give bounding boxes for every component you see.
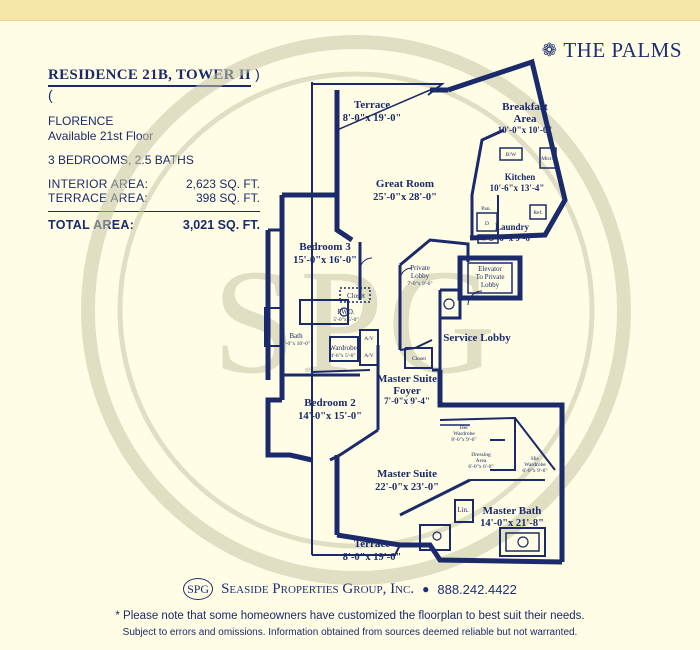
micro-label: Micro (541, 156, 555, 162)
master-bath-label: Master Bath (483, 505, 542, 517)
company-name: Seaside Properties Group, Inc. (221, 580, 415, 597)
terrace-area-value: 398 SQ. FT. (195, 191, 260, 205)
breakfast-label-2: Area (513, 113, 537, 125)
brand-logo: ❁ THE PALMS (542, 38, 682, 63)
total-area-row: TOTAL AREA: 3,021 SQ. FT. (48, 218, 260, 232)
residence-info: RESIDENCE 21B, TOWER II)( FLORENCE Avail… (48, 66, 260, 232)
master-foyer-label-2: Foyer (393, 385, 421, 397)
bath-dims: 5'-0"x 10'-0" (282, 341, 310, 347)
walls (264, 58, 568, 565)
pwd-dims: 5'-0"x 5'-0" (333, 317, 358, 323)
dressing-label: Dressing (471, 452, 491, 458)
divider (48, 211, 260, 212)
bedroom3-label: Bedroom 3 (299, 241, 351, 253)
her-wardrobe-label: Her (460, 425, 468, 431)
her-wardrobe-label-2: Wardrobe (453, 431, 475, 437)
dressing-dims: 6'-0"x 6'-0" (468, 464, 493, 470)
laundry-label: Laundry (495, 222, 530, 232)
d-label: D (485, 221, 489, 227)
master-suite-label: Master Suite (377, 468, 437, 480)
availability: Available 21st Floor (48, 129, 154, 143)
master-foyer-dims: 7'-0"x 9'-4" (384, 396, 430, 406)
master-bath-dims: 14'-0"x 21'-8" (480, 518, 544, 529)
bullet-icon: ● (422, 581, 430, 596)
bedroom2-label: Bedroom 2 (304, 397, 356, 409)
master-foyer-label: Master Suite (377, 373, 437, 385)
terrace-area-row: TERRACE AREA: 398 SQ. FT. (48, 191, 260, 205)
av-label-1: A/V (364, 336, 374, 342)
elevator-label-2: To Private (476, 273, 505, 281)
disclaimer: Subject to errors and omissions. Informa… (122, 627, 578, 638)
her-wardrobe-dims: 8'-0"x 9'-6" (451, 437, 476, 443)
great-room-dims: 25'-0"x 28'-0" (373, 192, 437, 203)
his-wardrobe-label-2: Wardrobe (524, 462, 546, 468)
service-lobby-label: Service Lobby (443, 332, 511, 344)
private-lobby-label: Private (410, 264, 430, 272)
his-wardrobe-dims: 6'-0"x 9'-6" (522, 468, 547, 474)
interior-area-value: 2,623 SQ. FT. (185, 177, 260, 191)
terrace-bottom-label: Terrace (354, 538, 390, 550)
palm-leaf-icon: ❁ (541, 40, 558, 60)
elevator-label: Elevator (478, 265, 502, 273)
total-area-value: 3,021 SQ. FT. (182, 218, 260, 232)
terrace-top-label: Terrace (354, 99, 390, 111)
watermark: SPG (81, 35, 631, 585)
terrace-area-label: TERRACE AREA: (48, 191, 148, 205)
w-label: W (481, 237, 487, 243)
bedrooms-baths: 3 BEDROOMS, 2.5 BATHS (48, 153, 194, 167)
private-lobby-label-2: Lobby (411, 272, 430, 280)
pwd-label: PWD. (337, 308, 355, 316)
wardrobe-dims: 4'-6"x 5'-6" (330, 353, 355, 359)
customization-note: * Please note that some homeowners have … (115, 610, 585, 622)
foyer-closet-label: Closet (412, 356, 427, 362)
breakfast-label: Breakfast (502, 101, 548, 113)
master-suite-dims: 22'-0"x 23'-0" (375, 482, 439, 493)
total-area-label: TOTAL AREA: (48, 218, 135, 232)
model-name: FLORENCE (48, 114, 114, 128)
kitchen-label: Kitchen (505, 172, 536, 182)
dressing-label-2: Area (476, 458, 487, 464)
bedroom3-dims: 15'-0"x 16'-0" (293, 255, 357, 266)
terrace-bottom-dims: 8'-0"x 19'-0" (343, 552, 402, 563)
bedroom2-dims: 14'-0"x 15'-0" (298, 411, 362, 422)
kitchen-dims: 10'-6"x 13'-4" (490, 183, 545, 193)
great-room-label: Great Room (376, 178, 434, 190)
elevator-label-3: Lobby (481, 281, 500, 289)
flourish-icon: )( (48, 66, 260, 103)
ref-label: Ref. (533, 209, 543, 216)
top-band (0, 0, 700, 21)
residence-title: RESIDENCE 21B, TOWER II (48, 67, 252, 87)
bedroom3-closet-label: Closet (347, 292, 365, 300)
floor-plan: SPG (81, 35, 631, 585)
pantry-label: Pan. (481, 206, 491, 212)
watermark-text: SPG (212, 239, 499, 405)
wardrobe-label: Wardrobe (329, 344, 356, 352)
linen-label: Lin. (457, 506, 469, 514)
footer-brand: SPG Seaside Properties Group, Inc. ● 888… (0, 578, 700, 600)
phone-number: 888.242.4422 (437, 581, 517, 597)
av-label-2: A/V (364, 353, 374, 359)
his-wardrobe-label: His (531, 456, 539, 462)
bath-label: Bath (289, 332, 303, 340)
laundry-dims: 5'-6"x 9'-6" (489, 233, 535, 243)
breakfast-dims: 10'-0"x 10'-0" (498, 125, 553, 135)
spg-badge: SPG (183, 578, 214, 600)
terrace-top-dims: 8'-0"x 19'-0" (343, 113, 402, 124)
bw-label: B/W (506, 152, 517, 158)
brand-name: THE PALMS (563, 38, 682, 62)
private-lobby-dims: 7'-0"x 9'-6" (407, 281, 432, 287)
